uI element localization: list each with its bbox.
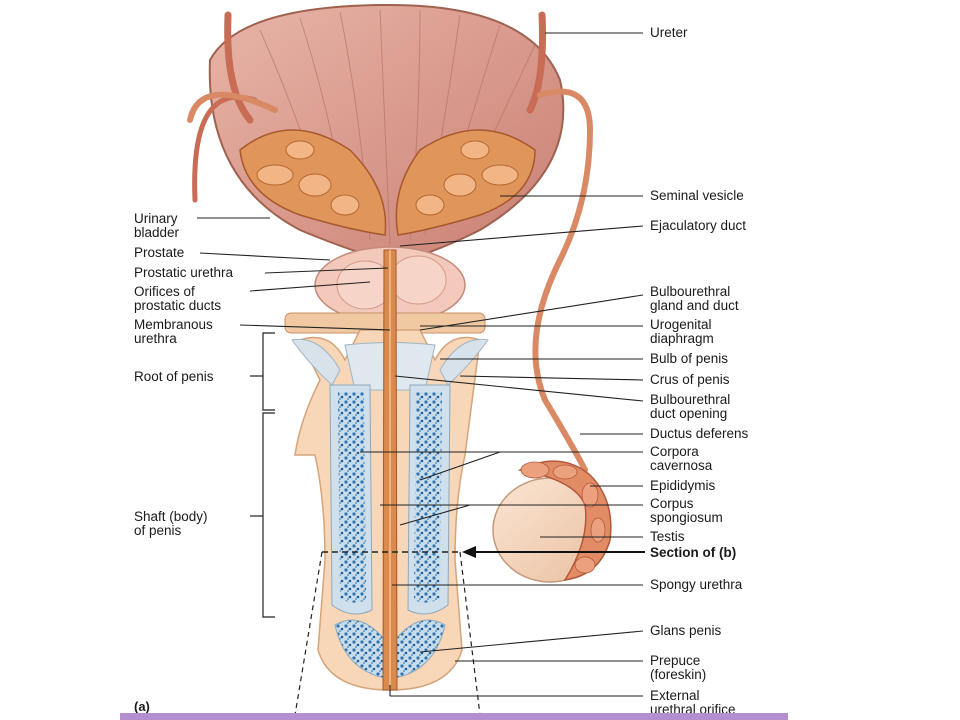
label-line: Shaft (body) (134, 509, 208, 524)
figure-tag: (a) (134, 699, 150, 714)
label-membranous-urethra: Membranous urethra (134, 318, 213, 346)
label-bulb-of-penis: Bulb of penis (650, 351, 729, 366)
label-shaft-of-penis: Shaft (body) of penis (134, 510, 208, 538)
brackets (250, 332, 275, 618)
label-prostatic-urethra: Prostatic urethra (134, 265, 234, 280)
label-line: Orifices of (134, 284, 195, 299)
footer-bar (120, 713, 788, 720)
label-line: Urogenital (650, 317, 712, 332)
label-line: Bulbourethral (650, 392, 731, 407)
urinary-bladder (208, 3, 565, 264)
label-line: cavernosa (650, 458, 713, 473)
label-prostate: Prostate (134, 245, 185, 260)
leader-lines (197, 32, 644, 697)
label-line: (foreskin) (650, 667, 707, 682)
label-line: of penis (134, 523, 182, 538)
label-line: urethra (134, 331, 177, 346)
label-line: Membranous (134, 317, 213, 332)
label-line: gland and duct (650, 298, 739, 313)
label-orifices-prostatic-ducts: Orifices of prostatic ducts (134, 285, 221, 313)
label-testis: Testis (650, 529, 685, 544)
label-glans-penis: Glans penis (650, 623, 722, 638)
testis-epididymis (492, 460, 612, 583)
penis (291, 249, 489, 691)
label-line: Urinary (134, 211, 178, 226)
section-outline (294, 551, 323, 716)
seminal-vesicles (239, 129, 536, 236)
label-line: External (650, 688, 700, 703)
label-spongy-urethra: Spongy urethra (650, 577, 743, 592)
label-ejaculatory-duct: Ejaculatory duct (650, 218, 747, 233)
label-section-of-b: Section of (b) (650, 545, 737, 560)
label-line: duct opening (650, 406, 728, 421)
label-prepuce: Prepuce (foreskin) (650, 654, 706, 682)
label-line: bladder (134, 225, 180, 240)
label-line: prostatic ducts (134, 298, 222, 313)
label-epididymis: Epididymis (650, 478, 716, 493)
label-line: spongiosum (650, 510, 723, 525)
label-bulbourethral-opening: Bulbourethral duct opening (650, 393, 730, 421)
label-bulbourethral-gland: Bulbourethral gland and duct (650, 285, 739, 313)
label-line: Corpora (650, 444, 699, 459)
ductus-deferens-left (187, 91, 278, 123)
label-urogenital-diaphragm: Urogenital diaphragm (650, 318, 714, 346)
label-urinary-bladder: Urinary bladder (134, 212, 179, 240)
ductus-deferens (532, 88, 594, 473)
label-line: Prepuce (650, 653, 701, 668)
label-crus-of-penis: Crus of penis (650, 372, 730, 387)
label-line: Bulbourethral (650, 284, 731, 299)
label-ductus-deferens: Ductus deferens (650, 426, 749, 441)
label-seminal-vesicle: Seminal vesicle (650, 188, 744, 203)
label-line: Corpus (650, 496, 694, 511)
label-corpora-cavernosa: Corpora cavernosa (650, 445, 712, 473)
label-corpus-spongiosum: Corpus spongiosum (650, 497, 723, 525)
label-ureter: Ureter (650, 25, 688, 40)
label-root-of-penis: Root of penis (134, 369, 214, 384)
label-line: diaphragm (650, 331, 714, 346)
